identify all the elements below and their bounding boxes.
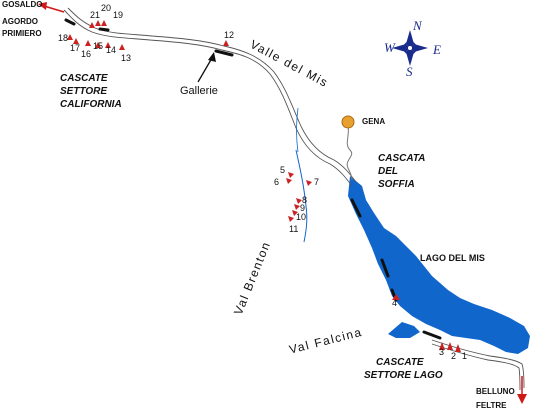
waterfall-number-4: 4 bbox=[392, 298, 398, 308]
river-lower bbox=[431, 339, 525, 391]
waterfall-number-8: 8 bbox=[302, 195, 308, 205]
waterfall-number-3: 3 bbox=[439, 347, 445, 357]
stream-val-brenton-2 bbox=[296, 107, 299, 153]
road-tunnels bbox=[64, 18, 442, 340]
label-belluno: BELLUNO bbox=[476, 387, 515, 396]
label-lago-del-mis: LAGO DEL MIS bbox=[420, 253, 485, 263]
compass-west-label: W bbox=[384, 40, 395, 55]
waterfall-markers bbox=[67, 20, 461, 352]
compass-icon bbox=[392, 30, 428, 66]
label-gosaldo: GOSALDO bbox=[2, 0, 43, 9]
gallerie-pointer-arrow bbox=[197, 52, 216, 83]
label-feltre: FELTRE bbox=[476, 401, 507, 410]
waterfall-number-12: 12 bbox=[224, 30, 235, 40]
waterfall-number-10: 10 bbox=[296, 212, 307, 222]
label-primiero: PRIMIERO bbox=[2, 29, 42, 38]
arrow-to-belluno bbox=[517, 376, 527, 404]
compass-south-label: S bbox=[406, 64, 413, 79]
waterfall-number-18: 18 bbox=[58, 33, 69, 43]
waterfall-number-19: 19 bbox=[113, 10, 124, 20]
waterfall-number-17: 17 bbox=[70, 43, 81, 53]
compass-north-label: N bbox=[413, 18, 422, 33]
arrow-to-gosaldo bbox=[38, 2, 65, 13]
label-agordo: AGORDO bbox=[2, 17, 38, 26]
waterfall-number-20: 20 bbox=[101, 3, 112, 13]
label-cascate-settore-lago: CASCATE SETTORE LAGO bbox=[364, 357, 443, 381]
stream-val-brenton bbox=[295, 149, 308, 243]
waterfall-number-21: 21 bbox=[90, 10, 101, 20]
waterfall-number-13: 13 bbox=[121, 53, 132, 63]
waterfall-number-2: 2 bbox=[451, 351, 457, 361]
waterfall-number-1: 1 bbox=[462, 351, 468, 361]
label-gena: GENA bbox=[362, 117, 386, 126]
waterfall-number-6: 6 bbox=[274, 177, 280, 187]
waterfall-number-16: 16 bbox=[81, 49, 92, 59]
label-gallerie: Gallerie bbox=[180, 85, 218, 97]
label-cascate-settore-california: CASCATE SETTORE CALIFORNIA bbox=[60, 73, 122, 110]
label-cascata-del-soffia: CASCATA DEL SOFFIA bbox=[378, 153, 426, 190]
waterfall-number-11: 11 bbox=[289, 224, 299, 234]
waterfall-number-15: 15 bbox=[93, 41, 104, 51]
gena-village-marker bbox=[341, 115, 355, 129]
lago-del-mis bbox=[348, 176, 530, 354]
waterfall-number-7: 7 bbox=[314, 177, 320, 187]
compass-east-label: E bbox=[433, 42, 441, 57]
waterfall-number-9: 9 bbox=[300, 203, 306, 213]
stream-gena bbox=[346, 125, 353, 181]
waterfall-number-5: 5 bbox=[280, 165, 286, 175]
lake-arm-falcina bbox=[388, 322, 420, 338]
waterfall-number-14: 14 bbox=[106, 45, 117, 55]
